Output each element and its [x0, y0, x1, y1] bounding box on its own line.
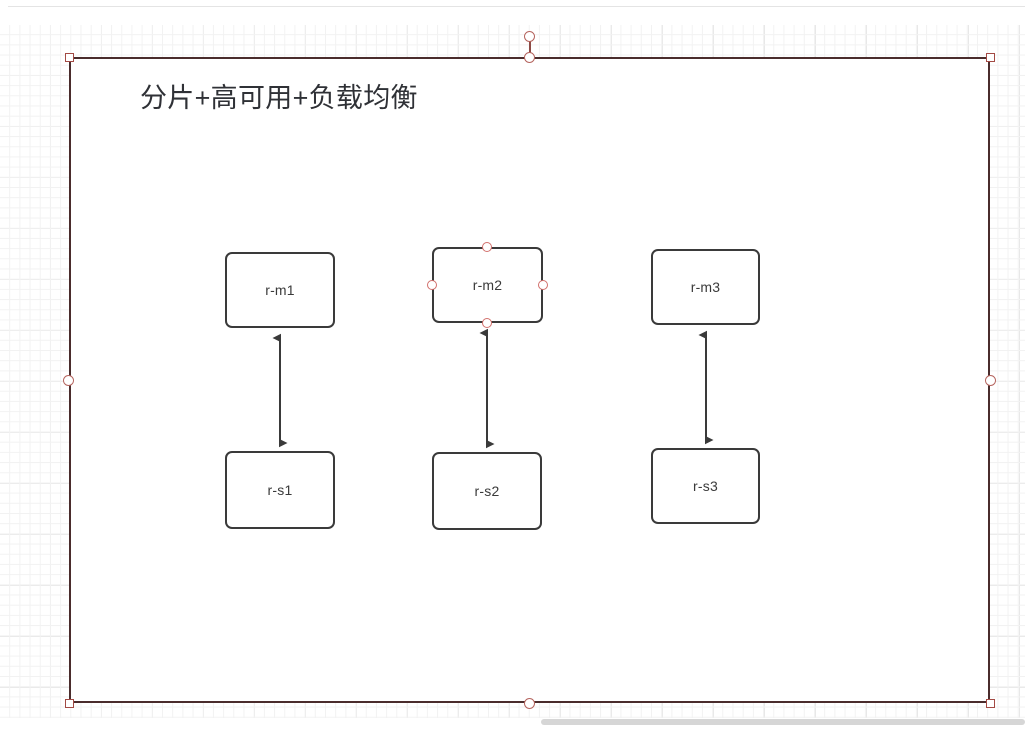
node-r-m3[interactable]: r-m3 — [651, 249, 760, 325]
node-anchor-top[interactable] — [482, 242, 492, 252]
node-r-m2[interactable]: r-m2 — [432, 247, 543, 323]
selection-handle-middle-left[interactable] — [63, 375, 74, 386]
rotate-handle-stem — [529, 38, 531, 57]
node-r-s2[interactable]: r-s2 — [432, 452, 542, 530]
rotate-handle[interactable] — [524, 31, 535, 42]
node-label: r-s1 — [267, 482, 293, 498]
node-label: r-s3 — [693, 478, 718, 494]
node-r-s3[interactable]: r-s3 — [651, 448, 760, 524]
selection-handle-bottom-center[interactable] — [524, 698, 535, 709]
node-label: r-s2 — [474, 483, 500, 499]
node-anchor-left[interactable] — [427, 280, 437, 290]
horizontal-scrollbar-thumb[interactable] — [541, 719, 1025, 725]
container-shape[interactable] — [69, 57, 990, 703]
node-r-m1[interactable]: r-m1 — [225, 252, 335, 328]
node-r-s1[interactable]: r-s1 — [225, 451, 335, 529]
selection-handle-top-left[interactable] — [65, 53, 74, 62]
node-label: r-m2 — [472, 277, 503, 293]
node-anchor-bottom[interactable] — [482, 318, 492, 328]
container-title: 分片+高可用+负载均衡 — [140, 83, 418, 113]
selection-handle-top-center[interactable] — [524, 52, 535, 63]
node-label: r-m3 — [690, 279, 721, 295]
selection-handle-bottom-right[interactable] — [986, 699, 995, 708]
node-anchor-right[interactable] — [538, 280, 548, 290]
selection-handle-bottom-left[interactable] — [65, 699, 74, 708]
node-label: r-m1 — [265, 282, 295, 298]
canvas-top-divider — [8, 6, 1025, 7]
selection-handle-top-right[interactable] — [986, 53, 995, 62]
selection-handle-middle-right[interactable] — [985, 375, 996, 386]
